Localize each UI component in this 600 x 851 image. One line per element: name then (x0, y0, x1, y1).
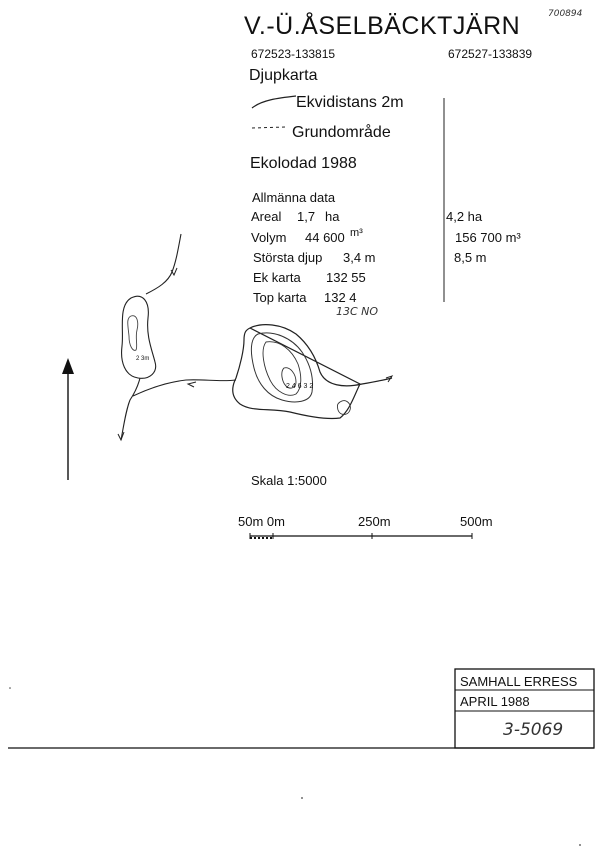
stream-connector (132, 379, 237, 397)
lake-title: V.-Ü.ÅSELBÄCKTJÄRN (244, 12, 521, 40)
flow-arrow-icon (170, 267, 178, 277)
data-row-value: 132 4 (324, 290, 357, 305)
scale-tick-label: 500m (460, 514, 493, 529)
map-type: Djupkarta (249, 67, 318, 84)
flow-arrow-icon (186, 381, 197, 388)
scale-label: Skala 1:5000 (251, 473, 327, 488)
stamp-line-1: SAMHALL ERRESS (460, 674, 578, 689)
flow-arrow-icon (385, 375, 394, 383)
data-row-label: Största djup (253, 250, 323, 265)
general-data-heading: Allmänna data (252, 190, 336, 205)
data-row-right-value: 4,2 ha (446, 209, 483, 224)
stream-outflow (120, 377, 141, 441)
data-row-unit: m³ (350, 227, 363, 239)
main-lake-shoreline (232, 324, 393, 420)
coordinate-right: 672527-133839 (448, 47, 533, 61)
data-row-value: 1,7 (297, 209, 316, 224)
main-lake-depth-label: 2 4 6 3 2 (286, 383, 314, 390)
stamp-line-2: APRIL 1988 (460, 694, 530, 709)
legend-survey-label: Ekolodad 1988 (250, 155, 357, 172)
legend-contour-label: Ekvidistans 2m (296, 94, 404, 111)
small-lake-depth-label: 2 3m (136, 356, 150, 362)
scan-speck (301, 797, 303, 799)
legend-shallow-label: Grundområde (292, 124, 391, 141)
island (336, 400, 351, 415)
data-row-value: 132 55 (326, 270, 366, 285)
stamp-box (454, 668, 595, 749)
scale-tick-label: 50m 0m (238, 514, 285, 529)
data-row-value: 44 600 (305, 230, 345, 245)
handwritten-note: 13C NO (336, 305, 379, 318)
shallow-area-symbol (251, 126, 287, 129)
archive-number: 700894 (548, 9, 583, 19)
data-row-unit: ha (325, 209, 340, 224)
contour-symbol (251, 95, 297, 109)
north-arrow-icon (62, 358, 74, 374)
small-lake-contour (127, 315, 139, 351)
small-lake-shoreline (121, 295, 157, 379)
main-lake-contour-4m (262, 341, 302, 396)
data-row-right-value: 8,5 m (454, 250, 487, 265)
scan-speck (9, 687, 11, 689)
main-lake-contour-2m (250, 332, 313, 403)
data-row-value: 3,4 m (343, 250, 376, 265)
data-row-label: Ek karta (253, 270, 301, 285)
scan-speck (579, 844, 581, 846)
data-row-label: Top karta (253, 290, 307, 305)
flow-arrow-icon (117, 431, 125, 442)
data-row-right-value: 156 700 m³ (455, 230, 521, 245)
scale-tick-label: 250m (358, 514, 391, 529)
main-lake-contour-6m (281, 367, 297, 389)
data-row-label: Areal (251, 209, 282, 224)
stream-inflow (145, 233, 182, 295)
coordinate-left: 672523-133815 (251, 47, 336, 61)
data-row-label: Volym (251, 230, 287, 245)
stamp-number: 3-5069 (503, 720, 564, 740)
